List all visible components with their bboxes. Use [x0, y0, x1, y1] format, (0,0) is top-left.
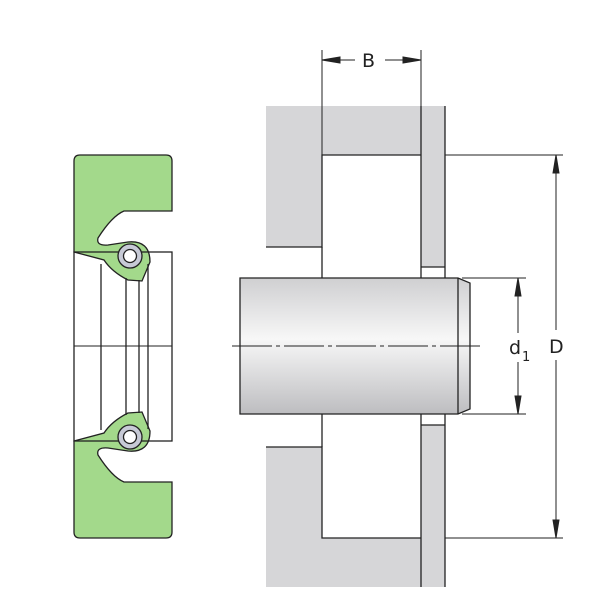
seal-cross-section [73, 154, 173, 539]
dimension-label-D: D [549, 336, 564, 358]
seal-body-bottom [73, 411, 173, 539]
dimension-label-d1: d [509, 337, 521, 359]
housing [266, 106, 445, 587]
dimension-label-d1-subscript: 1 [522, 350, 530, 365]
seal-body-top [73, 154, 173, 282]
shaft [232, 277, 480, 415]
dimension-lines [321, 50, 563, 539]
dimension-label-B: B [362, 50, 375, 72]
garter-spring-top [117, 243, 143, 269]
garter-spring-bottom [117, 424, 143, 450]
